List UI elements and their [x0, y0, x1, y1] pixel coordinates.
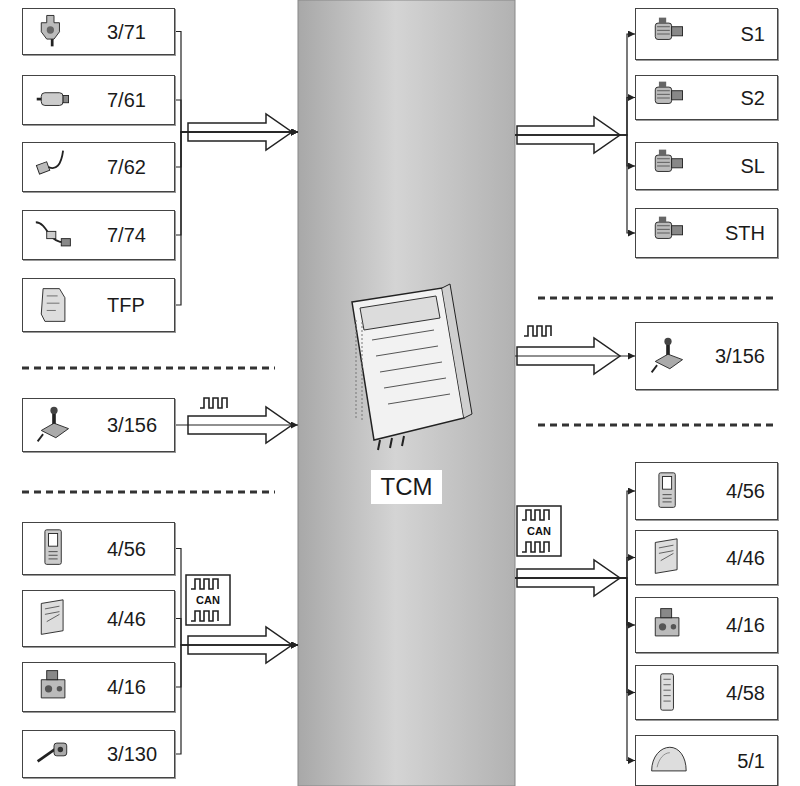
- tcm-band-ground: [298, 0, 515, 786]
- bus-label: CAN: [526, 526, 552, 537]
- signal-arrow: [175, 32, 298, 133]
- callout-number: 4/46: [726, 547, 765, 569]
- signal-arrow: [175, 645, 298, 687]
- tcm-band: TCM: [298, 0, 515, 786]
- component-box: 7/62: [22, 142, 175, 192]
- component-box: S1: [635, 8, 778, 60]
- component-box: 4/58: [635, 665, 778, 720]
- callout-number: 4/46: [107, 608, 146, 630]
- component-box: 7/61: [22, 75, 175, 125]
- signal-arrow: [515, 578, 635, 625]
- signal-arrow: [515, 135, 635, 166]
- component-box: 4/16: [635, 597, 778, 653]
- signal-arrow: [175, 645, 298, 754]
- signal-arrow: [515, 34, 635, 135]
- signal-arrow: [515, 578, 635, 761]
- signal-arrow: [515, 355, 635, 356]
- callout-number: STH: [725, 222, 765, 244]
- component-box: SL: [635, 142, 778, 190]
- signal-arrow: [175, 424, 298, 425]
- component-box: 4/56: [635, 462, 778, 520]
- callout-number: 5/1: [737, 750, 765, 772]
- callout-number: 7/61: [107, 89, 146, 111]
- signal-arrow: [175, 132, 298, 235]
- component-box: TFP: [22, 278, 175, 332]
- pulse-signal-symbol: [200, 326, 551, 408]
- tcm-module-illustration: [352, 284, 472, 450]
- callout-number: S2: [741, 87, 765, 109]
- component-box: 4/46: [635, 530, 778, 585]
- signal-arrow: [515, 558, 635, 579]
- can-bus-symbol: [186, 506, 561, 625]
- component-box: 4/16: [22, 662, 175, 712]
- callout-number: 3/156: [715, 345, 765, 367]
- callout-number: 4/16: [107, 676, 146, 698]
- component-box: 3/71: [22, 8, 175, 55]
- callout-number: 3/71: [107, 21, 146, 43]
- component-box: 3/130: [22, 730, 175, 778]
- callout-number: 4/58: [726, 682, 765, 704]
- callout-number: TFP: [107, 294, 145, 316]
- component-box: STH: [635, 208, 778, 258]
- component-box: 4/56: [22, 522, 175, 575]
- callout-number: 4/16: [726, 614, 765, 636]
- component-icon: [36, 15, 686, 770]
- callout-number: 7/62: [107, 156, 146, 178]
- signal-arrow: [175, 132, 298, 305]
- callout-number: 7/74: [107, 224, 146, 246]
- callout-number: SL: [741, 155, 765, 177]
- signal-arrow: [175, 132, 298, 167]
- component-box: 4/46: [22, 590, 175, 647]
- module-label: TCM: [371, 470, 443, 504]
- callout-number: 4/56: [107, 538, 146, 560]
- callout-number: 3/156: [107, 414, 157, 436]
- callout-number: S1: [741, 23, 765, 45]
- signal-arrow: [515, 98, 635, 136]
- bus-label: CAN: [195, 595, 221, 606]
- component-box: 3/156: [22, 398, 175, 452]
- signal-arrow: [515, 578, 635, 693]
- signal-arrow: [175, 619, 298, 646]
- component-box: 7/74: [22, 210, 175, 260]
- signal-arrow: [175, 100, 298, 132]
- callout-number: 4/56: [726, 480, 765, 502]
- signal-arrow: [515, 491, 635, 578]
- component-box: S2: [635, 75, 778, 120]
- hollow-arrow: [188, 114, 620, 663]
- signal-arrow: [175, 549, 298, 646]
- component-box: 5/1: [635, 735, 778, 786]
- component-box: 3/156: [635, 322, 778, 390]
- callout-number: 3/130: [107, 743, 157, 765]
- signal-arrow: [515, 135, 635, 233]
